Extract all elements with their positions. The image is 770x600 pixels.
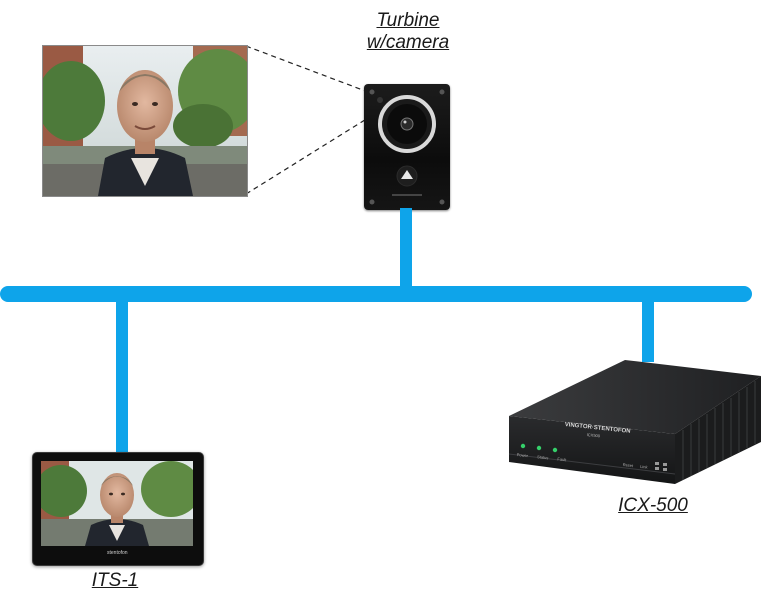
turbine-intercom-device[interactable] [364,84,450,210]
icx-device-art [508,360,761,484]
network-drop-turbine [400,208,412,292]
camera-snapshot-scene [43,46,247,196]
turbine-device-art [369,89,445,205]
icx-led-label-power: Power [516,452,529,459]
its-screen [41,461,193,546]
icx-front-face [509,416,675,484]
network-bus [0,286,752,302]
icx-led-status [536,445,542,451]
turbine-camera-lens [400,117,414,131]
turbine-screw-bl [369,199,375,205]
its-brand-text: stentofon [107,550,128,556]
turbine-mic-dot [377,97,383,103]
network-drop-its [116,294,128,454]
its-screen-scene [41,461,193,546]
turbine-label-line2: w/camera [366,32,450,53]
network-drop-icx [642,294,654,362]
icx-port-label-reset: Reset [622,462,634,469]
callout-line-top [245,45,369,93]
icx-led-power [520,443,526,449]
turbine-screw-tl [369,89,375,95]
icx-led-label-fault: Fault [557,456,567,463]
its-1-device[interactable]: stentofon [32,452,204,566]
turbine-screw-br [439,199,445,205]
turbine-label-line1: Turbine [376,10,440,31]
icx-label: ICX-500 [618,495,688,516]
icx-top-face [509,360,761,434]
camera-snapshot [42,45,248,197]
turbine-screw-tr [439,89,445,95]
its-label: ITS-1 [91,570,139,591]
icx-port-label-link: Link [639,463,648,470]
icx-led-fault [552,447,558,453]
turbine-label: Turbine w/camera [350,10,466,54]
icx-500-device[interactable]: VINGTOR·STENTOFON ICX500 Power Status Fa… [505,358,767,488]
icx-led-label-status: Status [536,454,549,461]
callout-line-bottom [245,117,369,195]
